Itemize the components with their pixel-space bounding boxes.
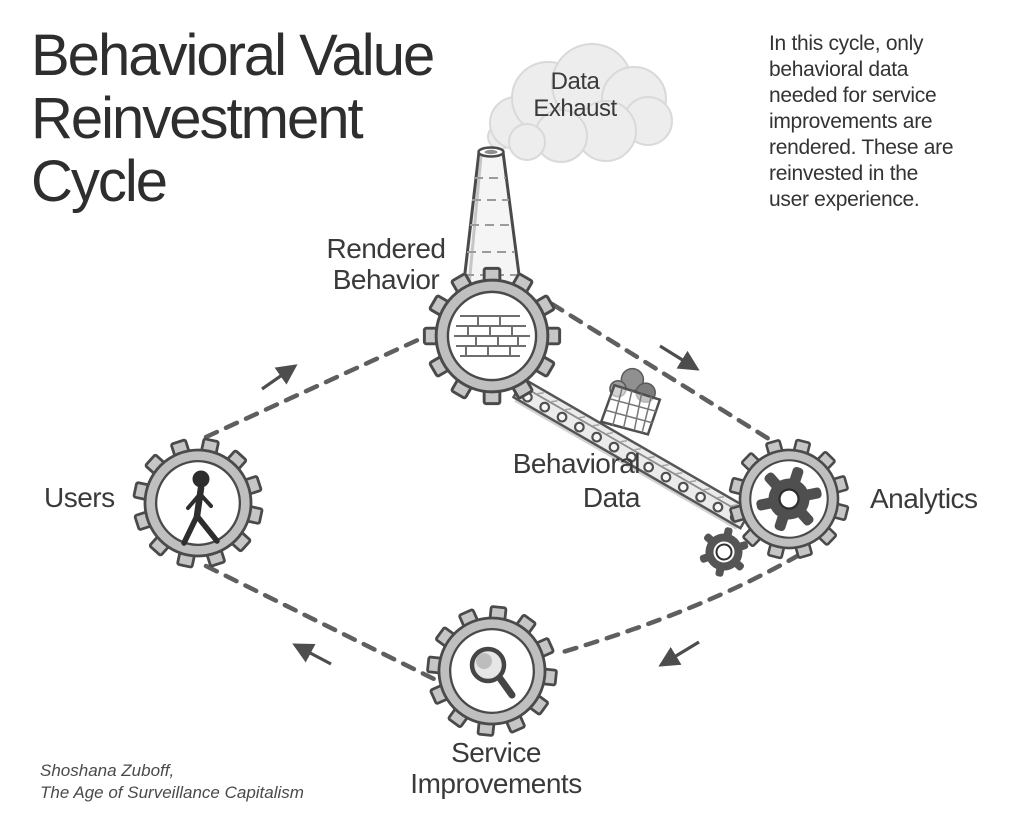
label-data-exhaust: Data Exhaust [533,68,617,122]
spoked-hub-icon [756,466,822,532]
magnifying-glass-icon [469,646,516,699]
label-users: Users [44,482,115,513]
label-service-improvements: Service Improvements [410,737,582,799]
analytics-small-gear [699,527,749,577]
flow-arrow-users-to-rendered [261,364,298,391]
label-behavioral-data: Behavioral Data [512,448,641,513]
brick-wall-icon [454,315,530,357]
flow-arrow-rendered-to-analytics [659,344,700,371]
flow-arrow-service-to-users [292,643,332,666]
label-analytics: Analytics [870,483,978,514]
conveyor-belt [511,377,753,530]
page-title: Behavioral Value Reinvestment Cycle [31,23,435,214]
smoke-cloud [487,43,673,163]
rendered-behavior-gear [424,268,559,403]
service-improvements-gear [421,600,562,741]
cycle-edge-rendered-to-analytics [549,301,780,447]
walking-person-icon [181,470,220,546]
analytics-gear [717,427,861,571]
attribution: Shoshana Zuboff, The Age of Surveillance… [40,761,304,802]
cycle-edge-analytics-to-service [553,552,802,657]
data-cart [599,367,662,436]
annotation-text: In this cycle, only behavioral data need… [769,32,954,211]
cycle-edge-service-to-users [203,563,437,682]
flow-arrow-analytics-to-service [658,640,700,667]
chimney [461,146,523,292]
label-rendered-behavior: Rendered Behavior [326,233,446,295]
cycle-edge-users-to-rendered [203,330,436,440]
users-gear [122,427,274,579]
